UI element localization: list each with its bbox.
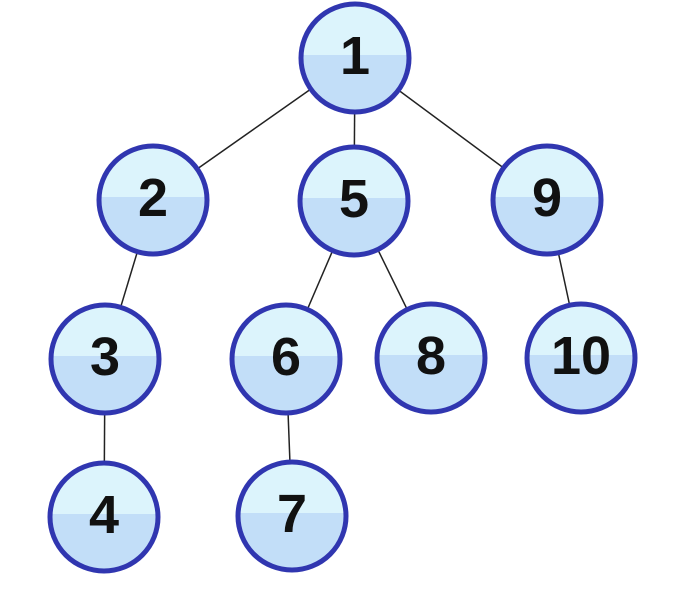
tree-node-circle [298,1,412,115]
tree-node-label: 6 [271,327,301,387]
tree-node-4: 4 [47,460,161,574]
tree-node-label: 1 [340,26,370,86]
tree-node-label: 3 [90,327,120,387]
tree-node-label: 2 [138,168,168,228]
tree-node-circle [96,143,210,257]
tree-node-circle [235,459,349,573]
tree-node-label: 7 [277,484,307,544]
tree-node-8: 8 [374,301,488,415]
tree-node-6: 6 [229,302,343,416]
edge-layer [103,57,582,518]
tree-node-3: 3 [48,302,162,416]
tree-node-label: 5 [339,169,369,229]
tree-node-label: 10 [551,326,611,386]
tree-node-label: 4 [89,485,119,545]
tree-node-circle [229,302,343,416]
tree-node-circle [48,302,162,416]
tree-node-circle [524,301,638,415]
tree-node-circle [47,460,161,574]
node-layer: 1 2 5 9 3 6 8 10 4 7 [47,1,638,574]
tree-node-circle [374,301,488,415]
tree-node-circle [297,144,411,258]
tree-node-label: 8 [416,326,446,386]
tree-node-5: 5 [297,144,411,258]
tree-node-label: 9 [532,168,562,228]
tree-node-9: 9 [490,143,604,257]
tree-node-circle [490,143,604,257]
tree-node-2: 2 [96,143,210,257]
tree-node-1: 1 [298,1,412,115]
tree-node-10: 10 [524,301,638,415]
tree-node-7: 7 [235,459,349,573]
